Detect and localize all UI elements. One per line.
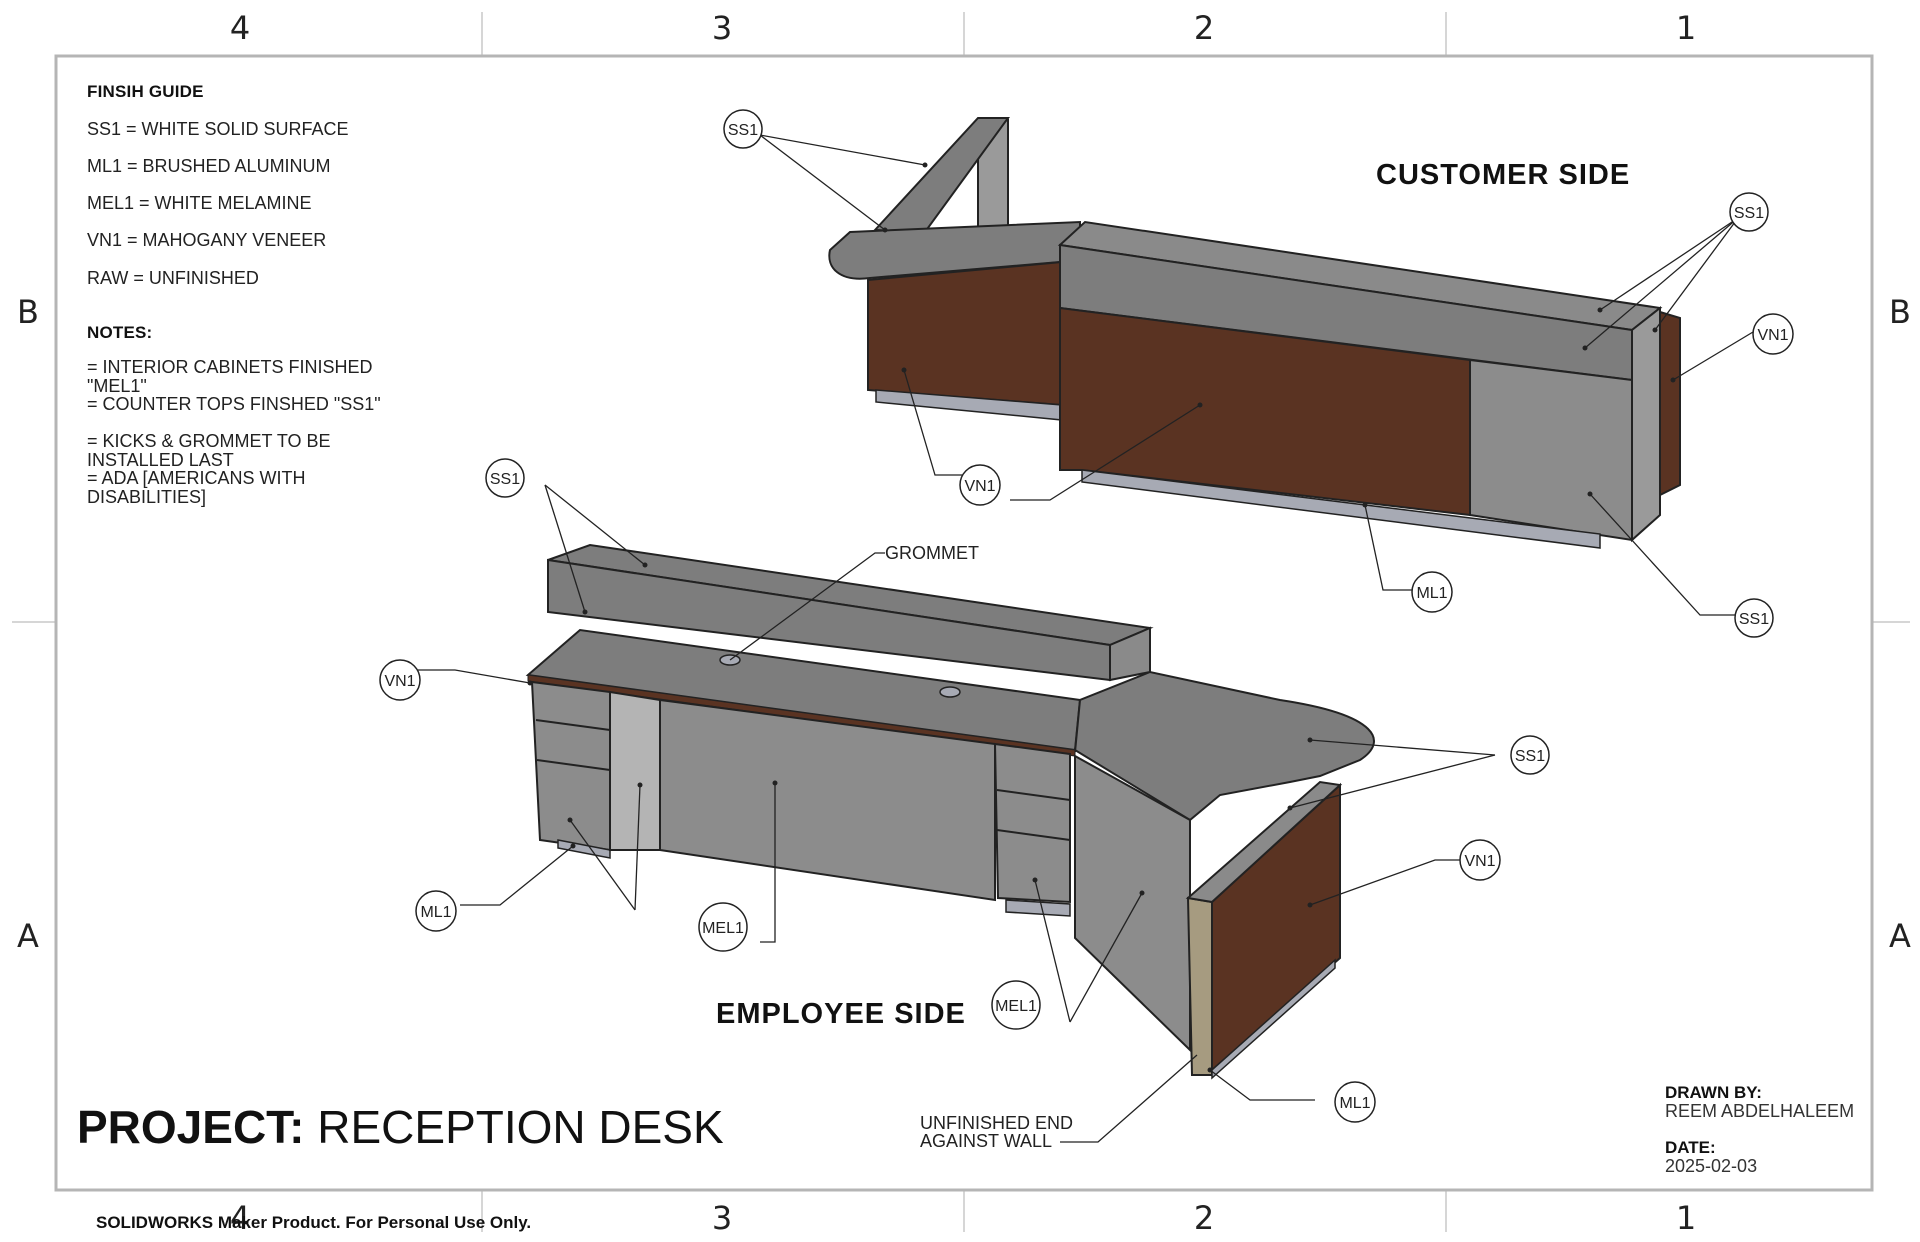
bubble-mel1: MEL1 — [991, 980, 1041, 1030]
employee-side-desk — [525, 543, 1375, 1080]
customer-low-veneer — [867, 260, 1063, 407]
note-item: = INTERIOR CABINETS FINISHED "MEL1" — [87, 357, 373, 396]
solidworks-watermark: SOLIDWORKS Maker Product. For Personal U… — [96, 1213, 532, 1232]
zone-col-3-bottom: 3 — [711, 1199, 733, 1237]
zone-col-3: 3 — [711, 9, 733, 47]
date-value: 2025-02-03 — [1665, 1156, 1758, 1176]
project-label: PROJECT: — [77, 1101, 305, 1153]
svg-text:SS1: SS1 — [1515, 748, 1545, 765]
leader-dots — [527, 162, 1676, 1073]
bubble-ss1: SS1 — [485, 458, 525, 498]
bubble-mel1: MEL1 — [698, 902, 748, 952]
left-pedestal — [530, 680, 611, 852]
note-item: = COUNTER TOPS FINSHED "SS1" — [87, 394, 381, 414]
customer-side-label: CUSTOMER SIDE — [1376, 159, 1631, 191]
return-top-cap — [1185, 780, 1343, 904]
bubble-ss1: SS1 — [1510, 735, 1550, 775]
svg-text:ML1: ML1 — [1339, 1095, 1370, 1112]
svg-text:SS1: SS1 — [1739, 611, 1769, 628]
finish-guide-item: VN1 = MAHOGANY VENEER — [87, 230, 327, 250]
svg-text:SS1: SS1 — [490, 471, 520, 488]
zone-col-2: 2 — [1193, 9, 1215, 47]
bubble-ss1: SS1 — [1734, 598, 1774, 638]
return-kick — [1211, 958, 1336, 1080]
unfinished-end-callout: UNFINISHED END AGAINST WALL — [920, 1113, 1074, 1151]
bubble-ml1: ML1 — [1411, 571, 1453, 613]
bubble-vn1: VN1 — [1752, 313, 1794, 355]
employee-return-top — [1074, 670, 1375, 822]
grommet-callout: GROMMET — [885, 543, 979, 563]
bubble-ss1: SS1 — [1729, 192, 1769, 232]
customer-tall-kick — [1081, 469, 1601, 549]
drawn-by-value: REEM ABDELHALEEM — [1665, 1101, 1855, 1121]
finish-guide-item: MEL1 = WHITE MELAMINE — [87, 193, 312, 213]
bubble-vn1: VN1 — [1459, 839, 1501, 881]
finish-guide-item: RAW = UNFINISHED — [87, 268, 259, 288]
zone-row-a-left: A — [17, 917, 39, 955]
svg-text:VN1: VN1 — [1464, 853, 1495, 870]
employee-side-label: EMPLOYEE SIDE — [716, 998, 966, 1030]
bubble-ml1: ML1 — [1334, 1081, 1376, 1123]
svg-text:MEL1: MEL1 — [995, 998, 1037, 1015]
grommet-2 — [939, 686, 961, 698]
zone-col-4: 4 — [229, 9, 251, 47]
svg-text:VN1: VN1 — [384, 673, 415, 690]
return-inner-panel — [1074, 754, 1191, 1053]
project-title: PROJECT: RECEPTION DESK — [77, 1100, 724, 1154]
svg-text:VN1: VN1 — [1757, 327, 1788, 344]
customer-tall-veneer — [1059, 306, 1471, 517]
zone-row-b-right: B — [1889, 293, 1911, 331]
customer-right-veneer — [1659, 310, 1681, 497]
zone-row-a-right: A — [1889, 917, 1911, 955]
bubble-vn1: VN1 — [379, 659, 421, 701]
zone-frame — [12, 12, 1910, 1232]
project-name: RECEPTION DESK — [317, 1101, 724, 1153]
finish-guide-item: ML1 = BRUSHED ALUMINUM — [87, 156, 331, 176]
finish-guide-item: SS1 = WHITE SOLID SURFACE — [87, 119, 349, 139]
zone-col-2-bottom: 2 — [1193, 1199, 1215, 1237]
note-item: = ADA [AMERICANS WITH DISABILITIES] — [87, 468, 306, 507]
svg-text:SS1: SS1 — [728, 122, 758, 139]
notes-title: NOTES: — [87, 323, 153, 342]
bubble-vn1: VN1 — [959, 464, 1001, 506]
bubble-ml1: ML1 — [415, 890, 457, 932]
return-end-edge — [1186, 896, 1213, 1076]
zone-col-1-bottom: 1 — [1675, 1199, 1697, 1237]
customer-right-side — [1631, 305, 1661, 543]
svg-text:ML1: ML1 — [420, 904, 451, 921]
finish-guide-title: FINSIH GUIDE — [87, 82, 204, 101]
customer-side-desk — [828, 117, 1681, 549]
leader-lines — [415, 134, 1754, 1143]
bubble-ss1: SS1 — [723, 109, 763, 149]
svg-text:MEL1: MEL1 — [702, 920, 744, 937]
left-cabinet-side — [609, 690, 661, 851]
drawn-by-label: DRAWN BY: — [1665, 1083, 1762, 1102]
zone-col-4-bottom: 4 — [229, 1199, 251, 1237]
date-label: DATE: — [1665, 1138, 1716, 1157]
zone-row-b-left: B — [17, 293, 39, 331]
note-item: = KICKS & GROMMET TO BE INSTALLED LAST — [87, 431, 331, 470]
svg-text:ML1: ML1 — [1416, 585, 1447, 602]
zone-col-1: 1 — [1675, 9, 1697, 47]
right-pedestal — [993, 742, 1071, 904]
svg-text:VN1: VN1 — [964, 478, 995, 495]
svg-text:SS1: SS1 — [1734, 205, 1764, 222]
callout-bubbles: SS1 SS1 VN1 VN1 ML1 SS1 SS1 VN1 SS1 VN1 … — [379, 109, 1794, 1123]
right-pedestal-kick — [1005, 899, 1071, 917]
modesty-panel — [659, 698, 996, 902]
sheet-border — [54, 54, 1874, 1192]
